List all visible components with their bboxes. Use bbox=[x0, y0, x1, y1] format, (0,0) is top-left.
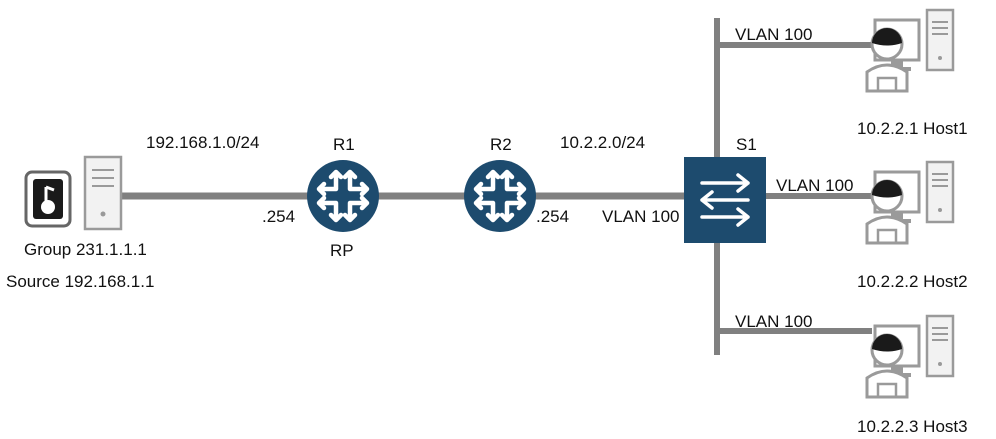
r1-interface: .254 bbox=[262, 207, 295, 226]
s1-vlan-label: VLAN 100 bbox=[602, 207, 680, 226]
source-label: Source 192.168.1.1 bbox=[6, 272, 154, 291]
host1-vlan: VLAN 100 bbox=[735, 25, 813, 44]
host3-vlan: VLAN 100 bbox=[735, 312, 813, 331]
router-icon bbox=[464, 160, 536, 232]
router-icon bbox=[307, 160, 379, 232]
r2-interface: .254 bbox=[536, 207, 569, 226]
r1-role: RP bbox=[330, 241, 354, 260]
r1-name: R1 bbox=[333, 135, 355, 154]
host-icon bbox=[865, 314, 955, 399]
r2-name: R2 bbox=[490, 135, 512, 154]
host2-label: 10.2.2.2 Host2 bbox=[857, 272, 968, 291]
r2-subnet: 10.2.2.0/24 bbox=[560, 133, 645, 152]
host2-vlan: VLAN 100 bbox=[776, 176, 854, 195]
host-icon bbox=[865, 8, 955, 93]
media-server-icon bbox=[24, 155, 123, 231]
s1-name: S1 bbox=[736, 135, 757, 154]
switch-icon bbox=[684, 157, 766, 243]
host1-label: 10.2.2.1 Host1 bbox=[857, 119, 968, 138]
host-icon bbox=[865, 160, 955, 245]
host3-label: 10.2.2.3 Host3 bbox=[857, 417, 968, 436]
r1-subnet: 192.168.1.0/24 bbox=[146, 133, 259, 152]
group-label: Group 231.1.1.1 bbox=[24, 240, 147, 259]
network-links bbox=[122, 18, 872, 355]
